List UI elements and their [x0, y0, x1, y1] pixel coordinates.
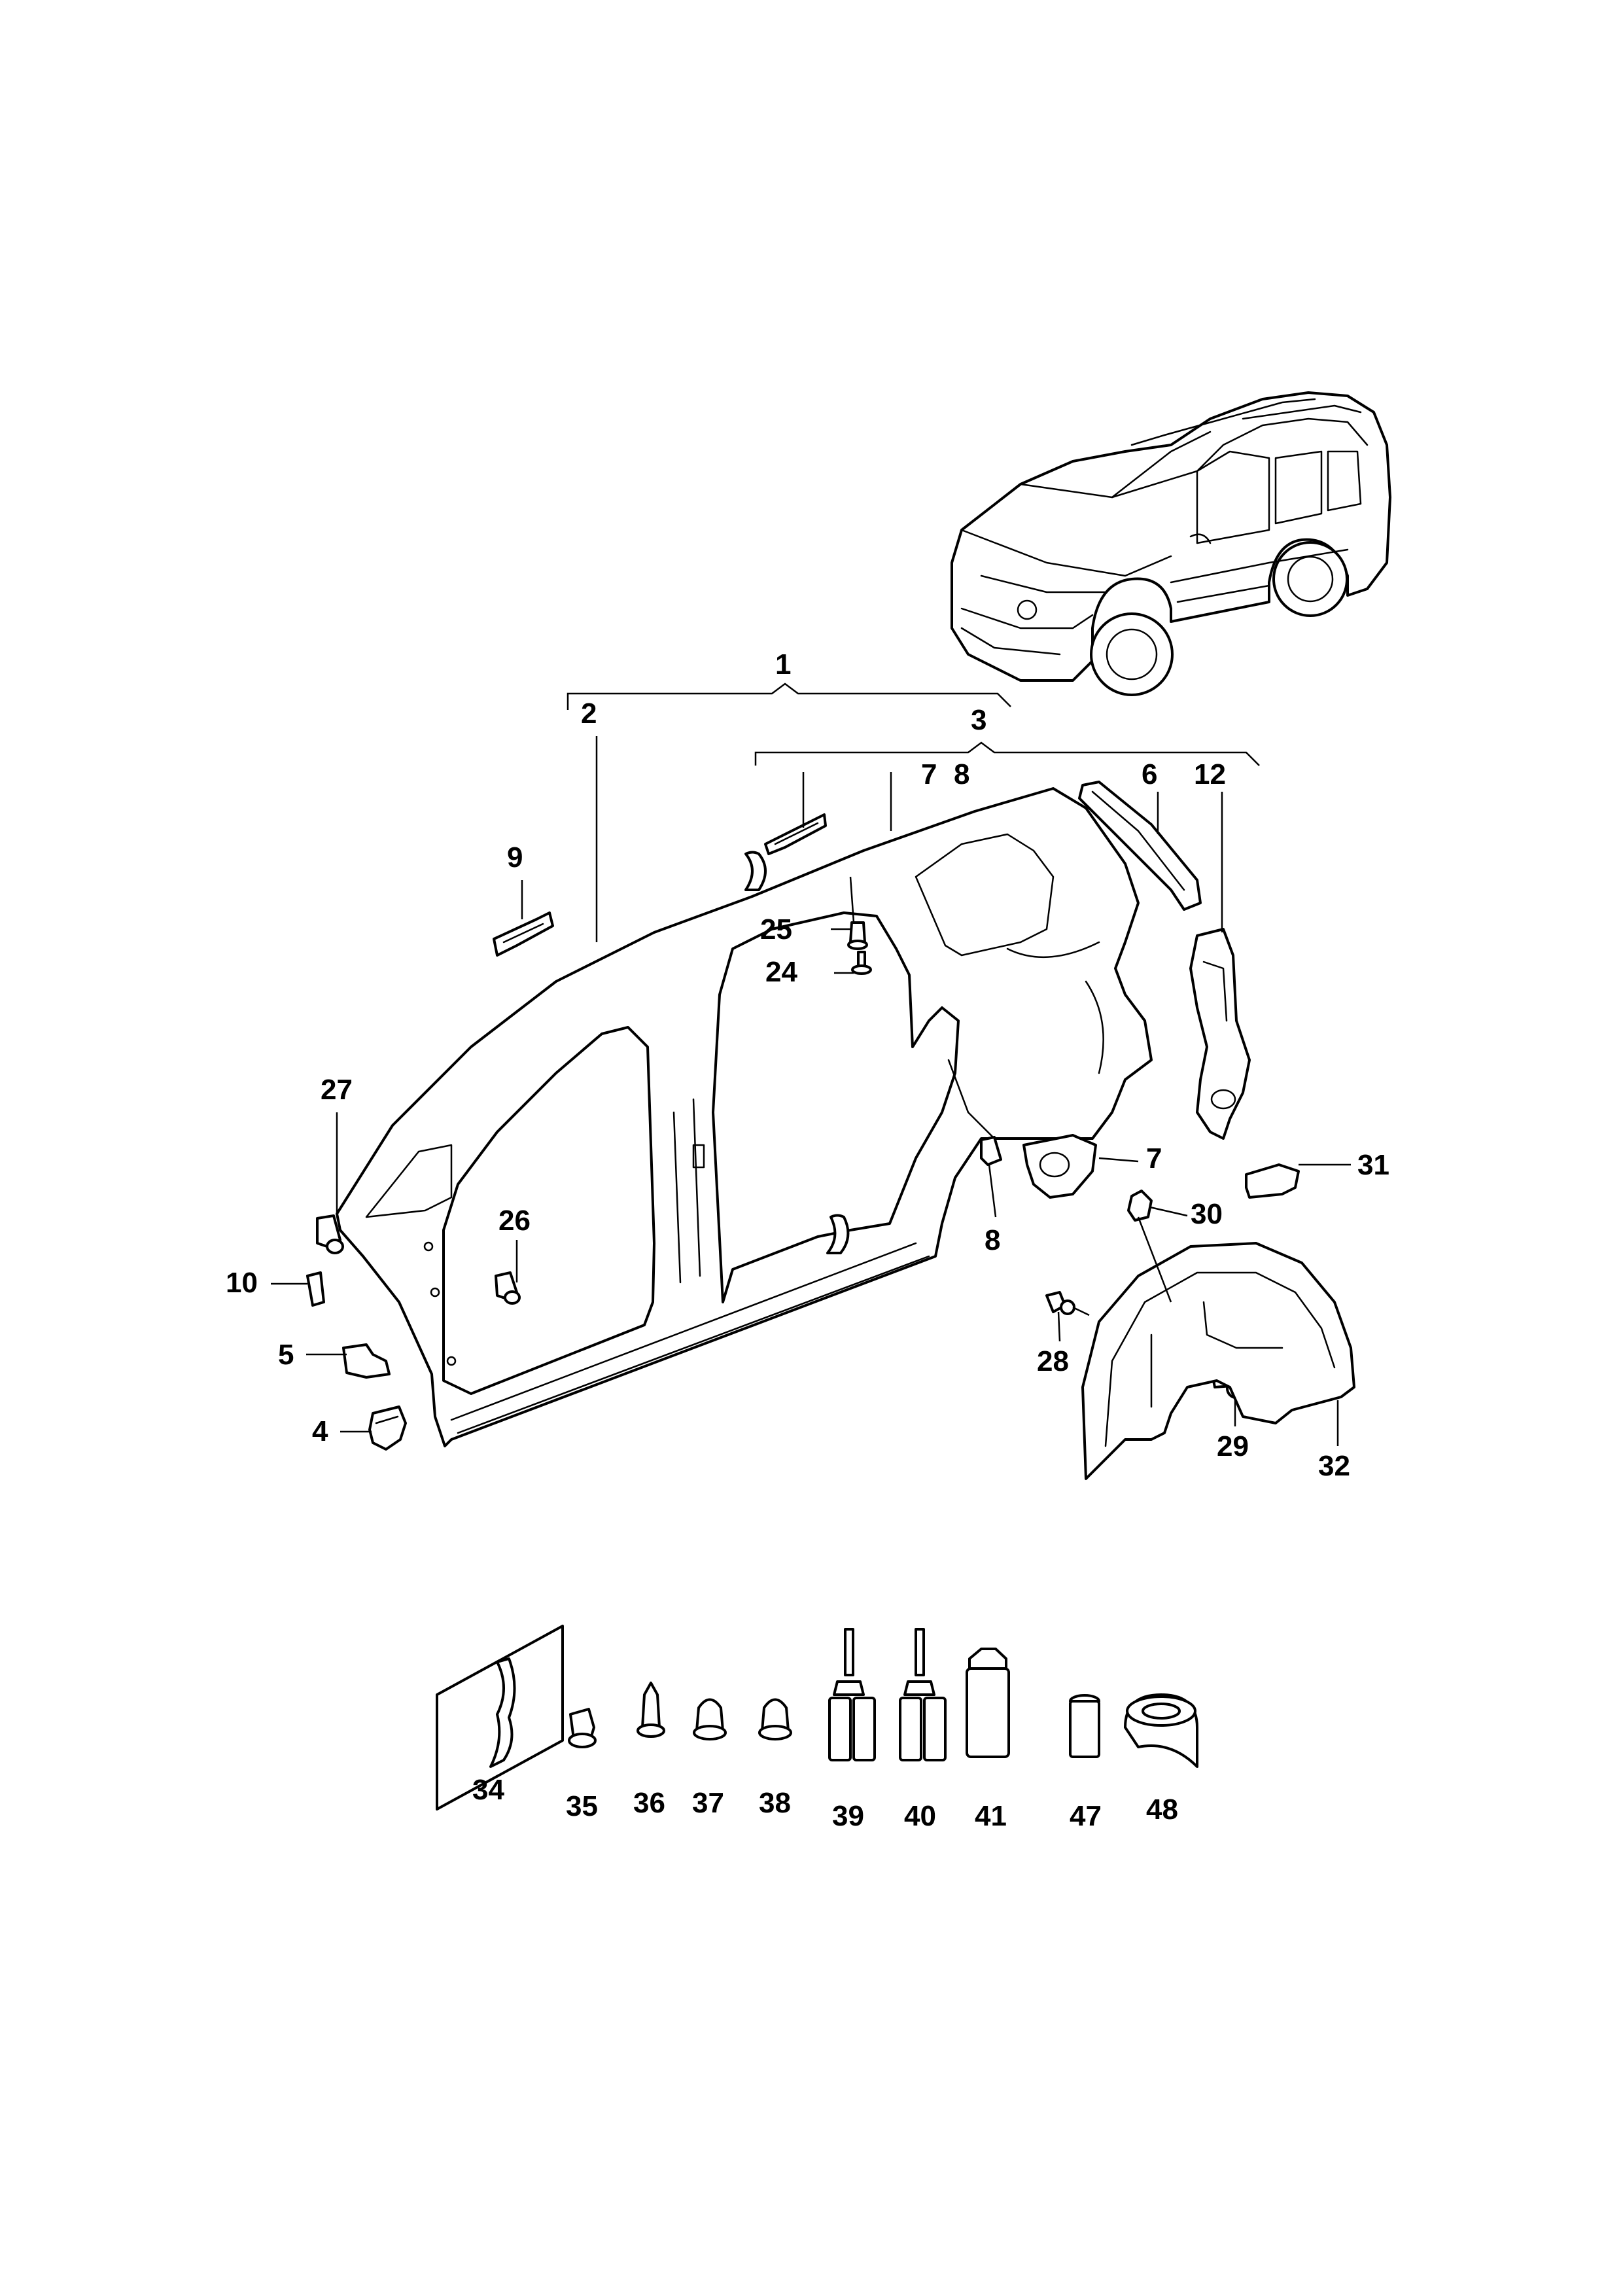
- part-12-bracket: [1189, 928, 1251, 1140]
- callout-41: 41: [975, 1800, 1007, 1832]
- part-38-cap-nut: [758, 1698, 792, 1740]
- callout-12: 12: [1194, 758, 1226, 790]
- group-bracket-3: 3: [754, 704, 1260, 766]
- callout-35: 35: [566, 1790, 598, 1822]
- side-panel-assembly: [336, 787, 1153, 1447]
- callout-25: 25: [760, 913, 792, 945]
- callout-39: 39: [832, 1800, 864, 1832]
- part-36-rivet: [637, 1682, 665, 1738]
- part-6-trim-strip: [1078, 781, 1202, 911]
- callout-40: 40: [904, 1800, 936, 1832]
- part-28-clip: [1045, 1291, 1075, 1315]
- part-37-cap-nut: [693, 1698, 727, 1740]
- part-34-tape-strip: [436, 1625, 564, 1810]
- part-41-sealant-cartridge: [966, 1648, 1010, 1758]
- part-7-filler-housing: [1022, 1134, 1097, 1199]
- part-24-screw: [851, 951, 872, 975]
- callout-6: 6: [1142, 758, 1157, 790]
- part-30-clip: [1127, 1190, 1153, 1222]
- group-bracket-1: 1: [567, 648, 1011, 710]
- callout-38: 38: [759, 1787, 791, 1819]
- part-8-clip: [980, 1136, 1002, 1166]
- callout-5: 5: [278, 1339, 294, 1371]
- part-25-clip: [847, 921, 868, 950]
- callout-7: 7: [1146, 1142, 1162, 1174]
- callout-47: 47: [1070, 1800, 1102, 1832]
- part-roof-reinforcement: [764, 813, 827, 855]
- part-10-plate: [306, 1271, 325, 1307]
- callout-32: 32: [1318, 1450, 1350, 1482]
- part-27-nut: [316, 1214, 344, 1254]
- part-32-wheelhouse-liner: [1081, 1242, 1355, 1480]
- callout-37: 37: [692, 1787, 724, 1819]
- part-31-bracket: [1245, 1163, 1300, 1199]
- part-48-tape-roll: [1124, 1693, 1198, 1768]
- part-35-grommet: [568, 1708, 597, 1748]
- part-4-bracket: [368, 1405, 407, 1451]
- callout-4: 4: [312, 1415, 328, 1447]
- part-26-nut: [495, 1271, 521, 1305]
- vehicle-illustration: [951, 391, 1391, 696]
- callout-1: 1: [775, 648, 791, 680]
- callout-30: 30: [1191, 1198, 1223, 1230]
- callout-8-top: 8: [954, 758, 969, 790]
- callout-8: 8: [985, 1224, 1000, 1256]
- callout-34: 34: [472, 1774, 504, 1806]
- callout-3: 3: [971, 704, 986, 736]
- part-40-sealing-plug: [899, 1628, 947, 1761]
- callout-7-top: 7: [921, 758, 937, 790]
- part-5-bracket: [342, 1343, 391, 1379]
- callout-10: 10: [226, 1267, 258, 1299]
- callout-2: 2: [581, 698, 597, 730]
- callout-31: 31: [1357, 1149, 1389, 1181]
- part-47-plug: [1069, 1694, 1100, 1758]
- part-9-reinforcement: [493, 911, 554, 957]
- callout-9: 9: [507, 841, 523, 874]
- callout-26: 26: [498, 1205, 531, 1237]
- callout-29: 29: [1217, 1430, 1249, 1462]
- leader-lines: [271, 736, 1351, 1446]
- callout-28: 28: [1037, 1345, 1069, 1377]
- callout-36: 36: [633, 1787, 665, 1819]
- callout-27: 27: [321, 1074, 353, 1106]
- callout-24: 24: [765, 956, 797, 988]
- part-39-sealing-plug: [828, 1628, 876, 1761]
- callout-48: 48: [1146, 1793, 1178, 1826]
- callout-labels: 2 9 7 8 6 12 25 24 27 26 10 5 4 7 8 30 3…: [226, 698, 1389, 1832]
